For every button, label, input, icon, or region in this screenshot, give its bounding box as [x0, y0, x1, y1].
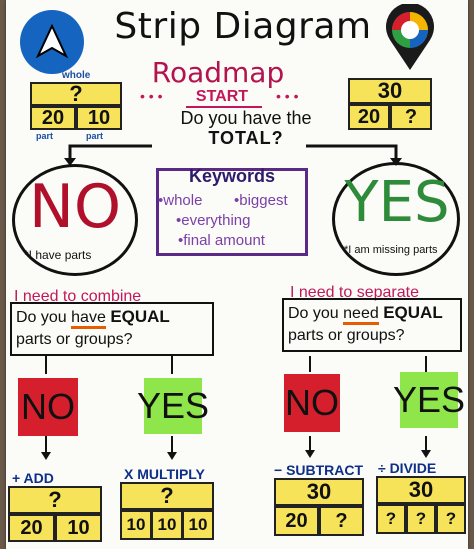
- left-diagram-part-2: 10: [76, 106, 122, 130]
- divide-part-1: ?: [376, 504, 406, 534]
- keywords-title: Keywords: [188, 166, 276, 186]
- multiply-part-2: 10: [151, 510, 183, 540]
- start-arrows: [64, 144, 402, 166]
- start-underline: [186, 106, 262, 108]
- add-whole: ?: [8, 486, 102, 514]
- left-question-box: Do you have EQUAL parts or groups?: [10, 302, 214, 356]
- right-diagram-part-2: ?: [390, 104, 432, 130]
- part-label-1: part: [36, 131, 54, 141]
- subtract-label: − SUBTRACT: [274, 462, 364, 478]
- question-connectors: [45, 356, 427, 374]
- right-question-emph: EQUAL: [383, 303, 443, 322]
- multiply-part-3: 10: [182, 510, 214, 540]
- total-question: Do you have the TOTAL?: [136, 108, 356, 148]
- right-diagram-part-1: 20: [348, 104, 390, 130]
- separate-no-sticky: NO: [284, 374, 340, 432]
- whole-label: whole: [62, 70, 91, 81]
- right-question-pre: Do you: [288, 305, 339, 322]
- combine-no-sticky: NO: [18, 378, 78, 436]
- right-diagram-whole: 30: [348, 78, 432, 104]
- question-line-1: Do you have the: [180, 108, 312, 128]
- multiply-label: X MULTIPLY: [124, 466, 205, 482]
- roadmap-heading: Roadmap: [151, 56, 285, 89]
- dots-left: • • •: [140, 88, 163, 104]
- keyword-item: •everything: [176, 212, 251, 229]
- no-circle-note: *I have parts: [24, 248, 92, 262]
- no-circle: [12, 164, 138, 276]
- add-part-1: 20: [8, 514, 55, 542]
- part-label-2: part: [86, 131, 104, 141]
- poster-title: Strip Diagram: [114, 6, 372, 47]
- separate-heading: I need to separate: [290, 284, 419, 301]
- left-diagram-whole: ?: [30, 81, 122, 106]
- separate-yes-sticky: YES: [393, 372, 465, 428]
- right-question-verb: need: [343, 305, 379, 325]
- left-question-emph: EQUAL: [110, 307, 170, 326]
- sticky-arrows: [41, 436, 431, 460]
- add-part-2: 10: [55, 514, 102, 542]
- anchor-chart-poster: Strip Diagram Roadmap • • • • • • START …: [6, 0, 468, 549]
- subtract-part-2: ?: [319, 506, 364, 536]
- yes-circle-note: *I am missing parts: [344, 244, 438, 256]
- yes-circle-word: YES: [344, 170, 450, 235]
- multiply-part-1: 10: [120, 510, 152, 540]
- location-pin-icon: [376, 2, 444, 72]
- compass-icon: [20, 10, 84, 74]
- multiply-whole: ?: [120, 482, 214, 510]
- left-question-rest: parts or groups?: [16, 331, 133, 348]
- subtract-whole: 30: [274, 478, 364, 506]
- subtract-part-1: 20: [274, 506, 319, 536]
- divide-part-3: ?: [436, 504, 466, 534]
- divide-label: ÷ DIVIDE: [378, 460, 437, 476]
- combine-yes-sticky: YES: [137, 378, 209, 434]
- left-diagram-part-1: 20: [30, 106, 76, 130]
- question-line-2: TOTAL?: [208, 128, 284, 148]
- keyword-item: •final amount: [178, 232, 265, 249]
- combine-heading: I need to combine: [14, 288, 142, 305]
- left-question-pre: Do you: [16, 309, 67, 326]
- dots-right: • • •: [276, 88, 299, 104]
- right-question-box: Do you need EQUAL parts or groups?: [282, 298, 462, 352]
- right-question-rest: parts or groups?: [288, 327, 405, 344]
- start-label: START: [195, 88, 249, 105]
- no-circle-word: NO: [28, 172, 122, 242]
- keyword-item: •whole: [158, 192, 203, 209]
- add-label: + ADD: [12, 470, 54, 486]
- keywords-box: [156, 168, 308, 256]
- left-question-verb: have: [71, 309, 106, 329]
- divide-whole: 30: [376, 476, 466, 504]
- divide-part-2: ?: [406, 504, 436, 534]
- keyword-item: •biggest: [234, 192, 288, 209]
- yes-circle: [332, 162, 460, 276]
